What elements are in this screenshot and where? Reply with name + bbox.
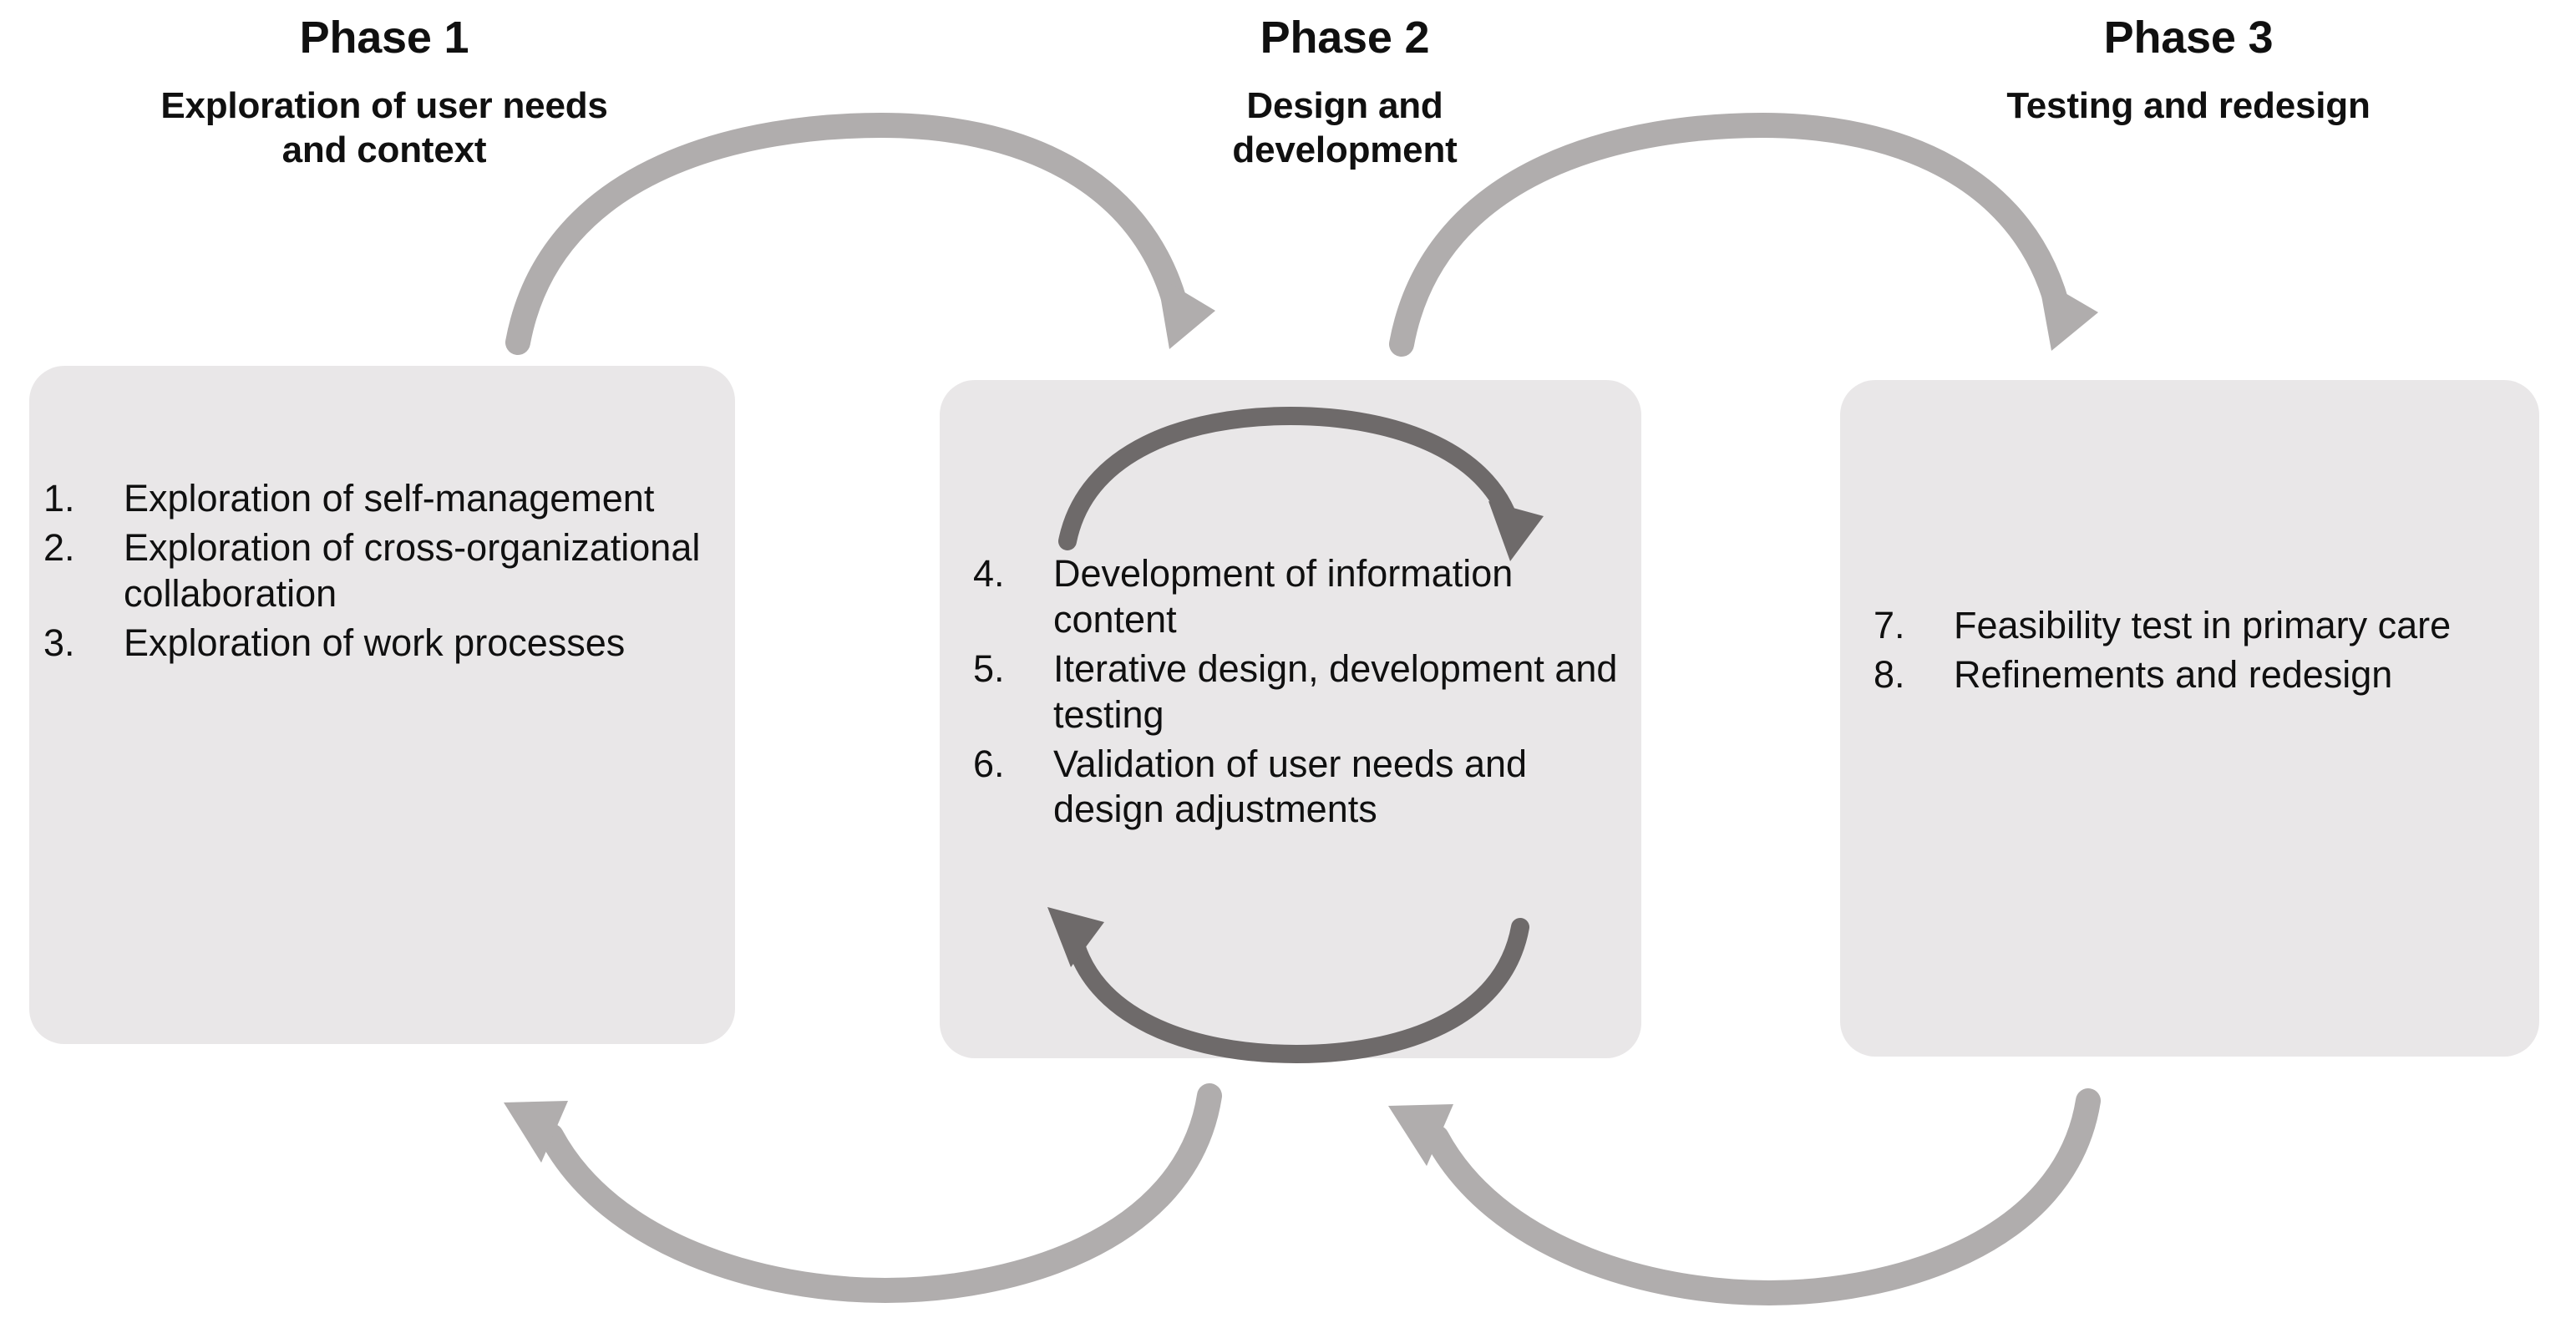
list-item: 1. Exploration of self-management (43, 476, 703, 522)
phase-1-subtitle-line2: and context (281, 129, 487, 171)
list-item: 7. Feasibility test in primary care (1874, 603, 2542, 649)
phase-1-subtitle: Exploration of user needs and context (92, 84, 677, 173)
phase-2-header: Phase 2 Design and development (1078, 12, 1612, 173)
list-item: 6. Validation of user needs and design a… (973, 742, 1641, 834)
list-item-label: Refinements and redesign (1954, 652, 2393, 696)
list-item: 5. Iterative design, development and tes… (973, 646, 1641, 738)
list-item: 3. Exploration of work processes (43, 621, 703, 667)
list-item: 8. Refinements and redesign (1874, 652, 2542, 698)
list-item: 4. Development of information content (973, 551, 1641, 643)
list-item-number: 5. (973, 646, 1005, 690)
list-item-number: 2. (43, 525, 75, 569)
list-item-number: 8. (1874, 652, 1905, 696)
phase-3-subtitle: Testing and redesign (1879, 84, 2497, 129)
phase-2-list: 4. Development of information content 5.… (973, 551, 1641, 836)
phase-3-header: Phase 3 Testing and redesign (1879, 12, 2497, 128)
phase-1-subtitle-line1: Exploration of user needs (160, 84, 608, 126)
phase-1-box (29, 366, 735, 1044)
list-item-label: Exploration of cross-organizational coll… (124, 525, 701, 615)
phase-2-subtitle: Design and development (1078, 84, 1612, 173)
phase-1-list: 1. Exploration of self-management 2. Exp… (43, 476, 703, 670)
phase-2-subtitle-line2: development (1232, 129, 1458, 171)
phase-1-header: Phase 1 Exploration of user needs and co… (92, 12, 677, 173)
phase-2-title: Phase 2 (1260, 13, 1430, 63)
list-item-label: Validation of user needs and design adju… (1053, 742, 1528, 831)
list-item-number: 3. (43, 621, 75, 664)
list-item-label: Exploration of self-management (124, 477, 655, 520)
list-item-number: 7. (1874, 604, 1905, 646)
arrow-phase2-to-phase1-icon (504, 1083, 1222, 1304)
list-item-number: 1. (43, 477, 75, 520)
list-item-label: Development of information content (1053, 552, 1514, 641)
phase-3-list: 7. Feasibility test in primary care 8. R… (1874, 603, 2542, 702)
list-item: 2. Exploration of cross-organizational c… (43, 525, 703, 617)
list-item-number: 4. (973, 552, 1005, 595)
phase-1-title: Phase 1 (299, 13, 469, 63)
list-item-label: Iterative design, development and testin… (1053, 646, 1618, 736)
arrow-phase3-to-phase2-icon (1388, 1088, 2101, 1306)
list-item-label: Exploration of work processes (124, 621, 626, 664)
phase-3-subtitle-line1: Testing and redesign (2006, 84, 2371, 126)
list-item-label: Feasibility test in primary care (1954, 604, 2452, 646)
phase-3-box (1840, 380, 2539, 1057)
phase-3-title: Phase 3 (2103, 13, 2274, 63)
list-item-number: 6. (973, 742, 1005, 785)
phase-2-subtitle-line1: Design and (1246, 84, 1443, 126)
